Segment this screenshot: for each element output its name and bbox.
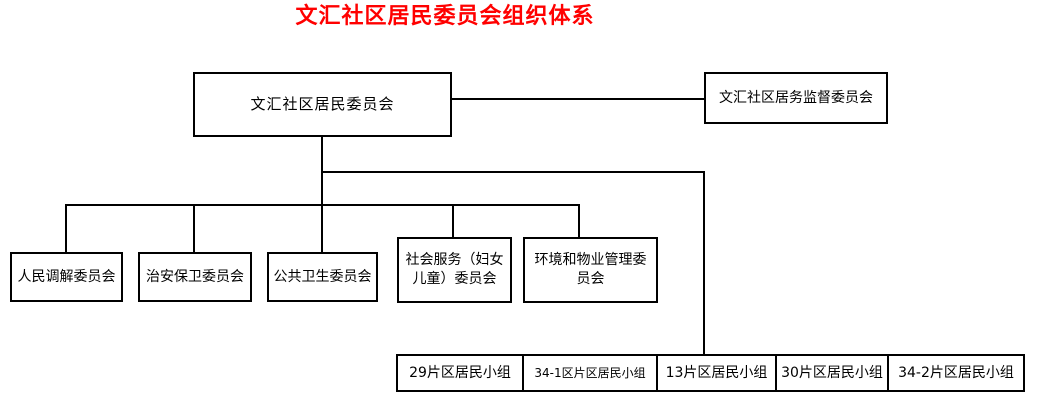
- connector-branch-to-groups: [703, 171, 705, 356]
- org-box-residents-committee: 文汇社区居民委员会: [193, 72, 452, 137]
- connector-drop-social-service: [452, 204, 454, 239]
- org-box-residents-committee-label: 文汇社区居民委员会: [250, 95, 395, 113]
- chart-title: 文汇社区居民委员会组织体系: [295, 3, 595, 28]
- org-box-supervision-committee-label: 文汇社区居务监督委员会: [719, 89, 873, 106]
- connector-root-to-supervision: [452, 98, 704, 100]
- org-box-group-34-2: 34-2片区居民小组: [887, 354, 1025, 392]
- org-box-mediation-committee-label: 人民调解委员会: [17, 268, 116, 285]
- org-box-group-13: 13片区居民小组: [656, 354, 777, 392]
- org-box-security-committee: 治安保卫委员会: [138, 252, 252, 302]
- org-box-group-30-label: 30片区居民小组: [781, 364, 883, 381]
- org-box-public-health-committee: 公共卫生委员会: [267, 252, 378, 302]
- org-box-group-29-label: 29片区居民小组: [409, 364, 511, 381]
- org-box-environment-property-committee-label: 环境和物业管理委 员会: [534, 252, 647, 287]
- org-box-group-34-1-label: 34-1区片区居民小组: [534, 365, 646, 380]
- org-box-environment-property-committee: 环境和物业管理委 员会: [523, 237, 658, 303]
- connector-branch-horizontal: [322, 171, 705, 173]
- org-box-group-13-label: 13片区居民小组: [665, 364, 768, 381]
- org-box-group-29: 29片区居民小组: [396, 354, 524, 392]
- org-box-group-34-1: 34-1区片区居民小组: [522, 354, 658, 392]
- org-box-group-30: 30片区居民小组: [775, 354, 889, 392]
- resident-groups-row: 29片区居民小组 34-1区片区居民小组 13片区居民小组 30片区居民小组 3…: [396, 354, 1025, 392]
- org-box-social-service-committee-label: 社会服务（妇女 儿童）委员会: [405, 252, 504, 287]
- org-box-supervision-committee: 文汇社区居务监督委员会: [704, 72, 888, 124]
- connector-drop-environment: [578, 204, 580, 239]
- org-box-group-34-2-label: 34-2片区居民小组: [898, 364, 1014, 381]
- connector-drop-mediation: [65, 204, 67, 254]
- org-box-public-health-committee-label: 公共卫生委员会: [273, 268, 372, 285]
- org-box-social-service-committee: 社会服务（妇女 儿童）委员会: [397, 237, 512, 303]
- org-box-security-committee-label: 治安保卫委员会: [146, 268, 244, 285]
- connector-drop-security: [193, 204, 195, 254]
- org-box-mediation-committee: 人民调解委员会: [10, 252, 123, 302]
- connector-drop-public-health: [321, 204, 323, 254]
